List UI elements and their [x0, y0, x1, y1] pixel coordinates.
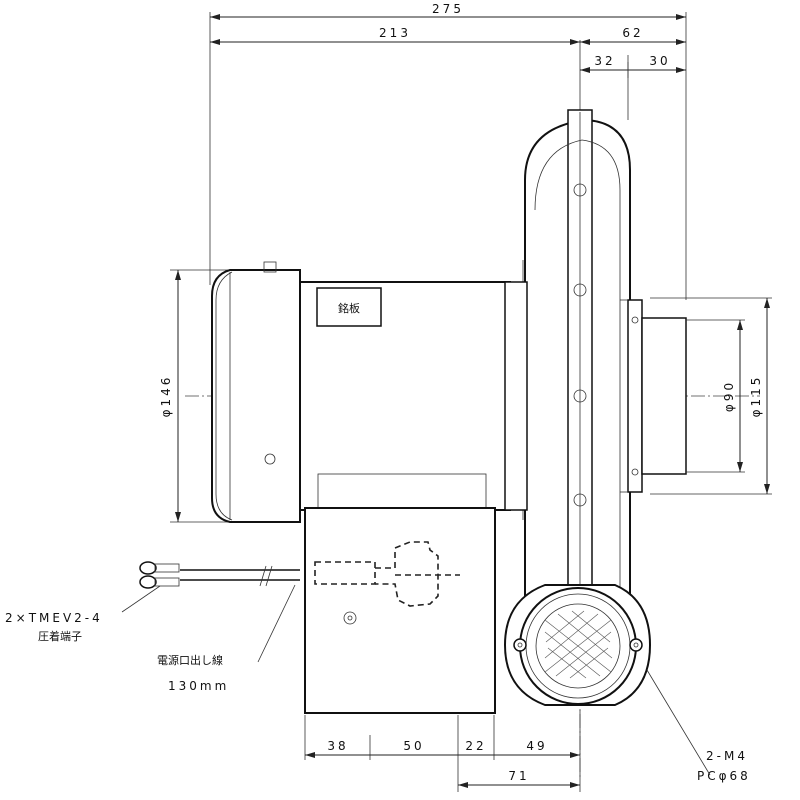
- terminal-box: [304, 507, 496, 714]
- dim-outlet-inner: φ90: [722, 380, 736, 412]
- terminal-name-label: 圧着端子: [38, 629, 82, 643]
- dim-fan-depth: 62: [622, 26, 643, 40]
- right-dimensions: φ90 φ115: [650, 297, 772, 495]
- dim-fan-part-a: 32: [594, 54, 615, 68]
- top-dimensions: 275 213 62 32 30: [209, 2, 687, 300]
- dim-base-offset: 71: [508, 769, 529, 783]
- dim-motor-diameter: φ146: [159, 375, 173, 418]
- terminal-spec-label: 2×TMEV2-4: [5, 611, 103, 625]
- leader-terminal: [121, 585, 161, 613]
- lead-wire-label: 電源口出し線: [157, 653, 223, 667]
- dim-base-3: 22: [465, 739, 486, 753]
- fan-housing: [522, 109, 631, 611]
- leader-mount-holes: [637, 654, 711, 776]
- dim-base-1: 38: [327, 739, 348, 753]
- crimp-terminal-1: [139, 561, 157, 575]
- outlet-flange: [620, 299, 687, 493]
- bottom-dimensions: 38 50 22 49 71: [304, 710, 581, 792]
- leader-lead-wire: [257, 584, 296, 663]
- mount-holes-label: 2-M4: [706, 749, 748, 763]
- motor-body: 銘板: [211, 261, 528, 523]
- nameplate: [316, 287, 382, 327]
- mount-hole-left: [513, 638, 527, 652]
- dim-base-4: 49: [526, 739, 547, 753]
- annotations: 2×TMEV2-4 圧着端子 電源口出し線 130mm 2-M4 PCφ68: [5, 611, 751, 783]
- dim-fan-part-b: 30: [649, 54, 670, 68]
- pitch-circle-label: PCφ68: [697, 769, 751, 783]
- dim-outlet-outer: φ115: [749, 375, 763, 418]
- crimp-terminal-2: [139, 575, 157, 589]
- inlet: [503, 584, 652, 706]
- lead-wire-length-label: 130mm: [168, 679, 229, 693]
- lead-wire: [139, 561, 300, 589]
- dim-overall-length: 275: [432, 2, 464, 16]
- dim-motor-to-flange: 213: [379, 26, 411, 40]
- nameplate-label: 銘板: [338, 301, 360, 315]
- dim-base-2: 50: [403, 739, 424, 753]
- mount-hole-right: [629, 638, 643, 652]
